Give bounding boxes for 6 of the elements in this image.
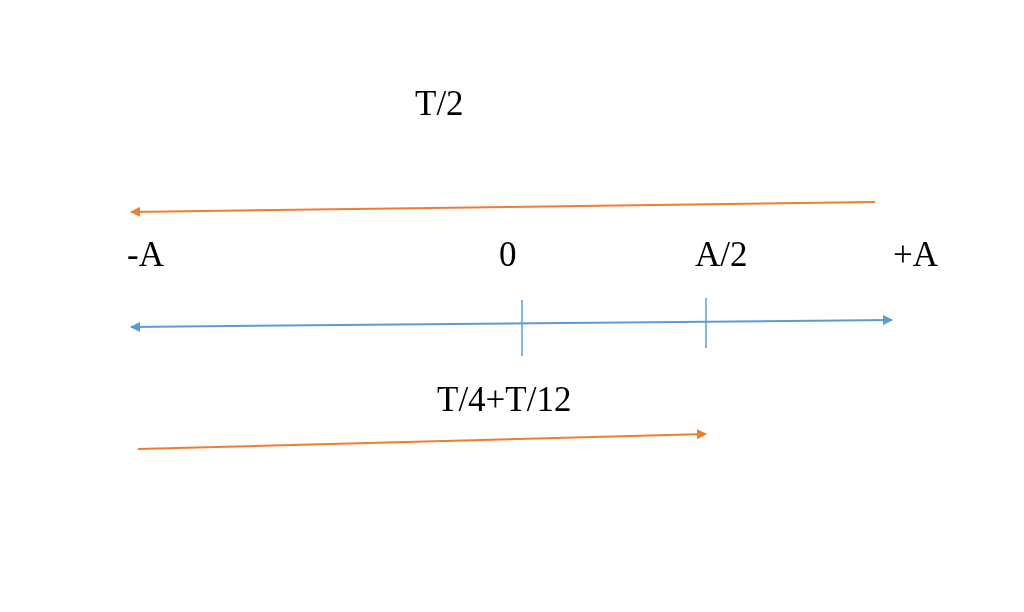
axis-label: A/2: [695, 237, 748, 272]
axis-label: 0: [499, 237, 517, 272]
time-label: T/4+T/12: [437, 382, 572, 417]
time-label: T/2: [415, 86, 464, 121]
axis-label: +A: [893, 237, 938, 272]
axis-label: -A: [127, 237, 164, 272]
